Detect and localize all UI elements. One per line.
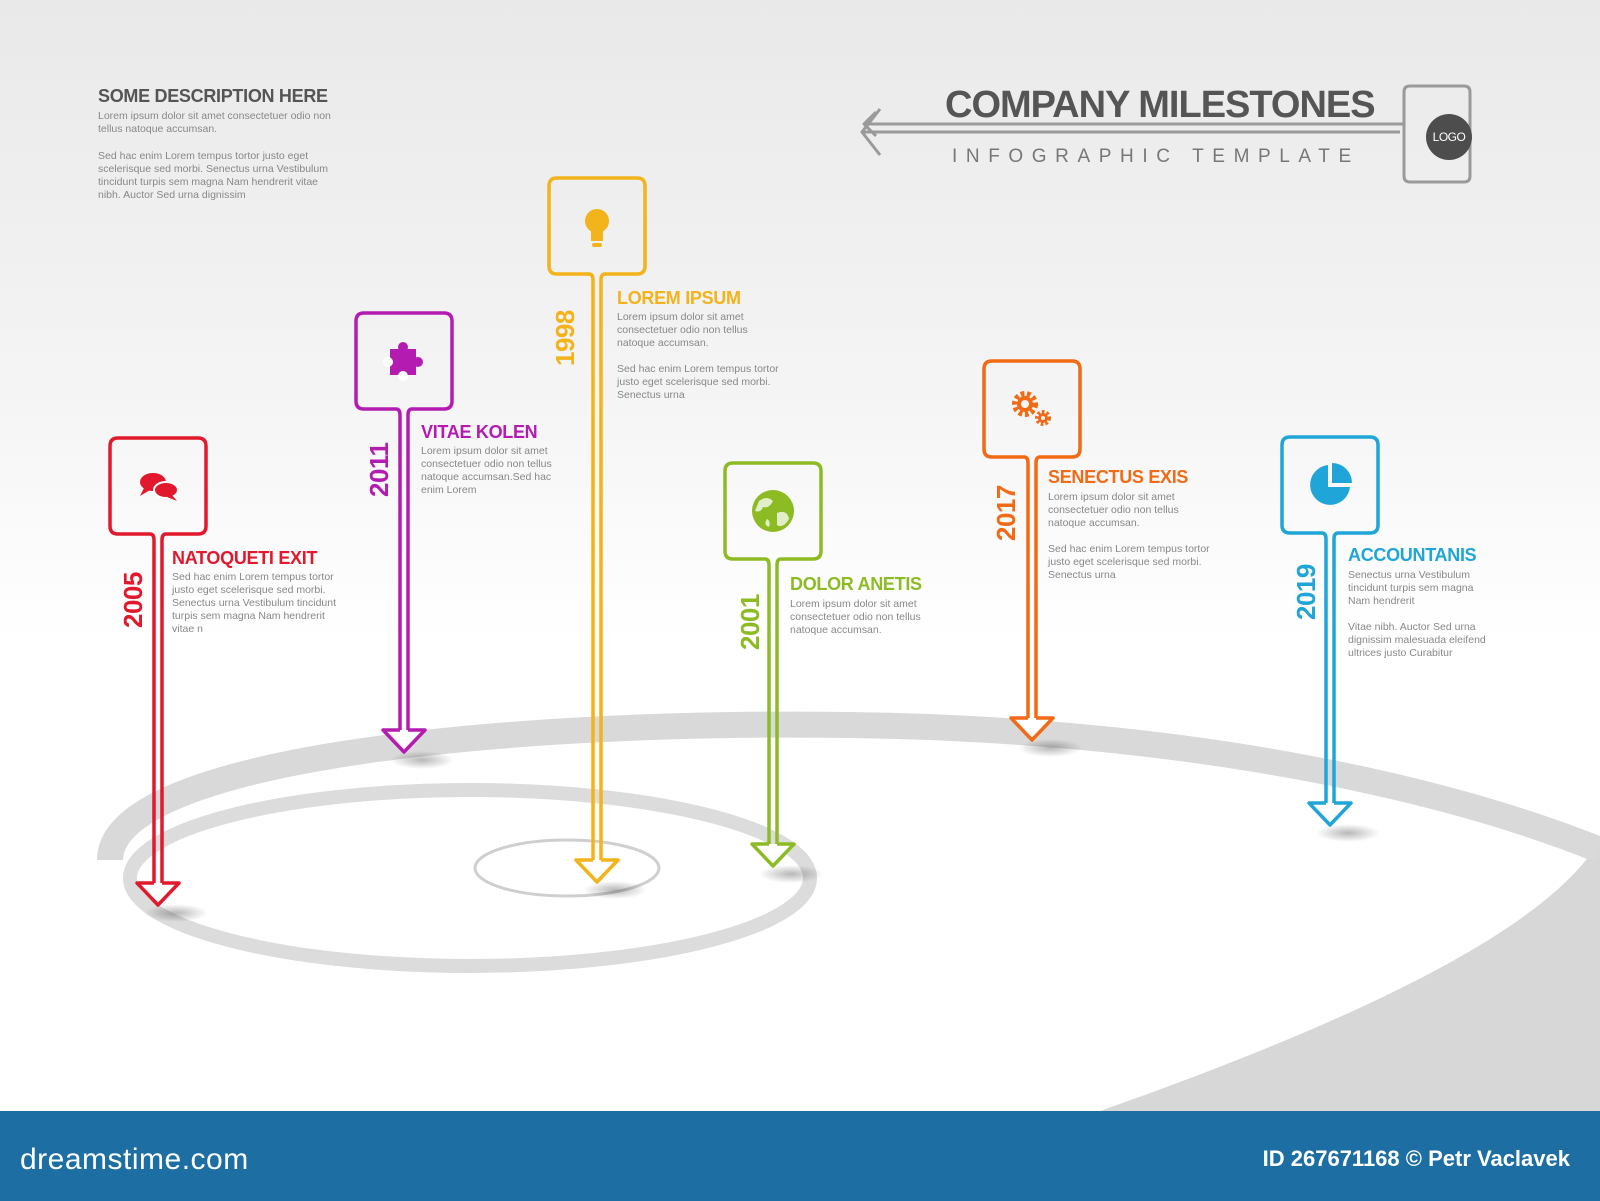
- milestone-year: 1998: [550, 310, 580, 366]
- milestone-body: Lorem ipsum dolor sit amet consectetuer …: [421, 445, 552, 496]
- puzzle-icon: [383, 342, 423, 381]
- speech-bubbles-icon: [140, 473, 179, 501]
- milestone-body: Lorem ipsum dolor sit amet consectetuer …: [617, 311, 748, 349]
- footer-site[interactable]: dreamstime.com: [20, 1143, 249, 1176]
- pin-arrowhead: [1009, 716, 1055, 742]
- description-paragraph-1: Lorem ipsum dolor sit amet consectetuer …: [98, 110, 331, 135]
- pin-shadow: [390, 751, 454, 769]
- spiral-track: [97, 84, 1600, 1111]
- pie-chart-icon: [1310, 463, 1352, 505]
- milestone-body-2: Sed hac enim Lorem tempus tortor justo e…: [617, 363, 779, 401]
- pin-outline: [108, 436, 208, 883]
- pin-arrowhead: [381, 728, 427, 754]
- globe-icon: [752, 490, 794, 532]
- pin-shadow: [144, 904, 208, 922]
- milestone-year: 2017: [991, 485, 1021, 541]
- pin-arrowhead: [574, 858, 620, 884]
- milestone-pin: [982, 359, 1082, 742]
- logo: LOGO: [1426, 114, 1472, 160]
- milestone-pin: [108, 436, 208, 907]
- pin-shadow: [1316, 824, 1380, 842]
- milestone-year: 2001: [735, 594, 765, 650]
- milestone-title: ACCOUNTANIS: [1348, 545, 1477, 565]
- milestone-pin: [354, 311, 454, 754]
- pin-arrowhead: [1307, 801, 1353, 827]
- milestone-title: VITAE KOLEN: [421, 422, 538, 442]
- page-title: COMPANY MILESTONES: [945, 84, 1376, 126]
- milestone-body: Lorem ipsum dolor sit amet consectetuer …: [790, 598, 921, 636]
- footer-bar: dreamstime.com ID 267671168 © Petr Vacla…: [0, 1111, 1600, 1201]
- pin-arrowhead: [750, 842, 796, 868]
- milestone-body-2: Sed hac enim Lorem tempus tortor justo e…: [1048, 543, 1210, 581]
- pin-arrowhead: [135, 881, 181, 907]
- lightbulb-icon: [585, 209, 609, 247]
- pin-shadow: [583, 881, 647, 899]
- page-subtitle: INFOGRAPHIC TEMPLATE: [952, 146, 1360, 167]
- milestone-body-2: Vitae nibh. Auctor Sed urna dignissim ma…: [1348, 621, 1486, 659]
- pin-shadow: [1018, 739, 1082, 757]
- milestone-title: NATOQUETI EXIT: [172, 548, 318, 568]
- pin-outline: [547, 176, 647, 860]
- track-middle-ring: [123, 783, 817, 973]
- description-title: SOME DESCRIPTION HERE: [98, 86, 328, 106]
- milestone-body: Sed hac enim Lorem tempus tortor justo e…: [172, 571, 337, 635]
- back-arrow: [862, 84, 1472, 184]
- description-paragraph-2: Sed hac enim Lorem tempus tortor justo e…: [98, 150, 328, 201]
- milestone-title: LOREM IPSUM: [617, 288, 741, 308]
- milestone-year: 2019: [1291, 564, 1321, 620]
- milestone-body: Lorem ipsum dolor sit amet consectetuer …: [1048, 491, 1179, 529]
- milestone-body: Senectus urna Vestibulum tincidunt turpi…: [1348, 569, 1474, 607]
- pin-outline: [1280, 435, 1380, 803]
- pin-outline: [723, 461, 823, 844]
- pin-shadow: [759, 865, 823, 883]
- gears-icon: [1012, 391, 1051, 426]
- pin-outline: [354, 311, 454, 730]
- track-inner-ring: [473, 838, 661, 898]
- milestone-title: DOLOR ANETIS: [790, 574, 922, 594]
- track-outer-arc: [97, 711, 1600, 863]
- milestone-pin: [1280, 435, 1380, 827]
- pin-outline: [982, 359, 1082, 718]
- milestone-year: 2005: [118, 572, 148, 628]
- footer-credit: ID 267671168 © Petr Vaclavek: [1262, 1146, 1570, 1171]
- milestone-year: 2011: [364, 442, 394, 497]
- milestone-pin: [547, 176, 647, 884]
- milestone-pin: [723, 461, 823, 868]
- milestone-title: SENECTUS EXIS: [1048, 467, 1189, 487]
- track-outer-sweep: [1100, 840, 1600, 1111]
